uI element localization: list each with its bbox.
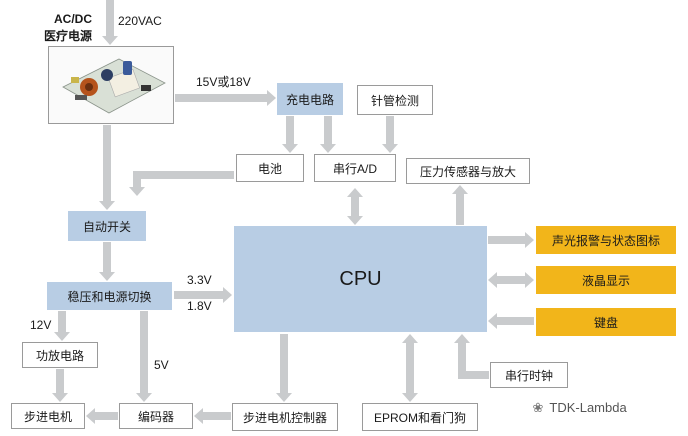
arrow-auto-switch-to-regulator — [99, 242, 115, 281]
encoder-box: 编码器 — [119, 403, 193, 429]
lcd-display-box: 液晶显示 — [536, 266, 676, 294]
arrow-needle-to-serial-ad — [382, 116, 398, 153]
keypad-box: 键盘 — [536, 308, 676, 336]
label-3v3: 3.3V — [187, 273, 212, 287]
pressure-sensor-box: 压力传感器与放大 — [406, 158, 530, 184]
arrow-battery-to-auto-switch — [129, 171, 234, 196]
stepper-motor-box: 步进电机 — [11, 403, 85, 429]
label-1v8: 1.8V — [187, 299, 212, 313]
arrow-cpu-lcd — [488, 272, 534, 288]
amplifier-box: 功放电路 — [22, 342, 98, 368]
arrow-charge-to-serial-ad — [320, 116, 336, 153]
label-5v: 5V — [154, 358, 169, 372]
arrow-serial-ad-cpu — [347, 188, 363, 225]
eprom-watchdog-box: EPROM和看门狗 — [362, 403, 478, 431]
alarm-status-box: 声光报警与状态图标 — [536, 226, 676, 254]
needle-detection-box: 针管检测 — [357, 85, 433, 115]
arrow-serial-clock-to-cpu — [454, 334, 489, 379]
arrow-220vac-to-psu — [102, 0, 118, 45]
label-12v: 12V — [30, 318, 52, 332]
power-supply-board-image — [48, 46, 174, 124]
charge-circuit-box: 充电电路 — [277, 83, 343, 115]
psu-label-medical: 医疗电源 — [44, 29, 93, 43]
serial-clock-box: 串行时钟 — [490, 362, 568, 388]
arrow-amp-to-motor — [52, 369, 68, 402]
arrow-psu-to-auto-switch — [99, 125, 115, 210]
psu-input-voltage: 220VAC — [118, 14, 162, 28]
arrow-psu-to-charge — [175, 90, 276, 106]
arrow-regulator-to-cpu — [174, 287, 232, 303]
arrow-regulator-to-amp — [54, 311, 70, 341]
arrow-keypad-to-cpu — [488, 313, 534, 329]
motor-controller-box: 步进电机控制器 — [232, 403, 338, 431]
arrow-motor-ctrl-to-encoder — [194, 408, 231, 424]
arrow-cpu-to-motor-ctrl — [276, 334, 292, 402]
arrow-charge-to-battery — [282, 116, 298, 153]
psu-label-acdc: AC/DC — [54, 12, 92, 26]
auto-switch-box: 自动开关 — [68, 211, 146, 241]
regulator-switch-box: 稳压和电源切换 — [47, 282, 172, 310]
arrow-encoder-to-motor — [86, 408, 118, 424]
arrow-cpu-to-alarm — [488, 232, 534, 248]
cpu-box: CPU — [234, 226, 487, 332]
label-15v-18v: 15V或18V — [196, 75, 251, 89]
serial-ad-box: 串行A/D — [314, 154, 396, 182]
arrow-regulator-to-encoder — [136, 311, 152, 402]
wechat-icon: ❀ — [532, 400, 544, 415]
watermark-text: TDK-Lambda — [549, 400, 627, 415]
watermark: ❀ TDK-Lambda — [530, 400, 627, 416]
arrow-cpu-eprom — [402, 334, 418, 402]
arrow-cpu-to-pressure — [452, 185, 468, 225]
battery-box: 电池 — [236, 154, 304, 182]
